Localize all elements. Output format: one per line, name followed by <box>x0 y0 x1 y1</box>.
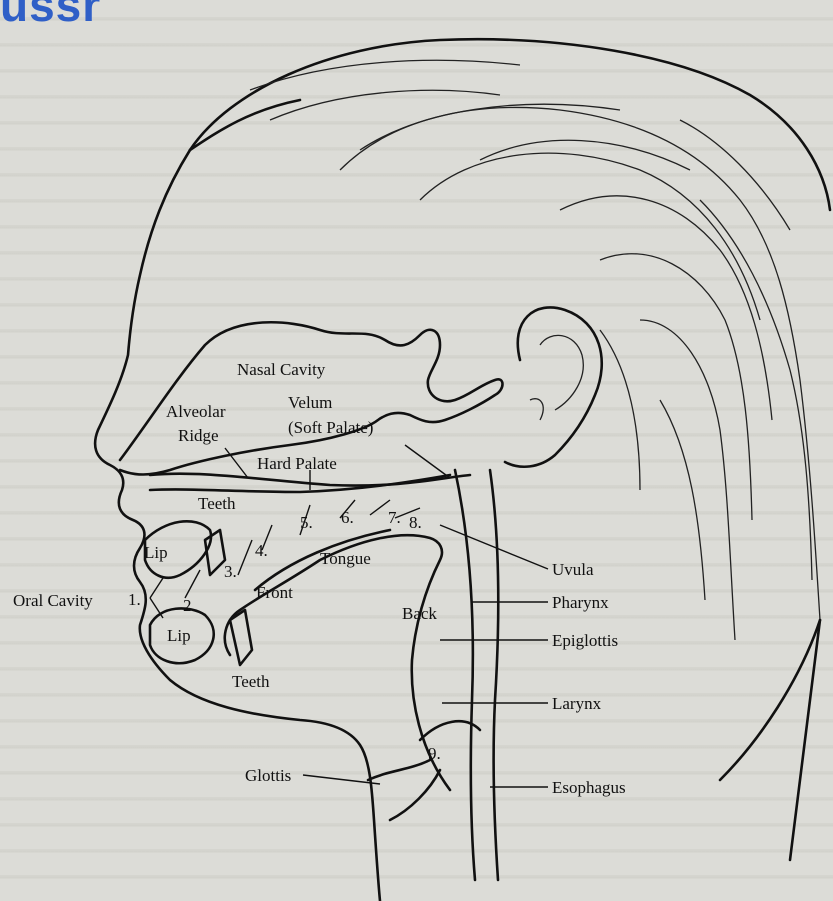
label-alveolar: Alveolar <box>166 402 226 421</box>
label-glottis: Glottis <box>245 766 291 785</box>
label-epiglottis: Epiglottis <box>552 631 618 650</box>
label-teeth-top: Teeth <box>198 494 236 513</box>
number-7: 7. <box>388 508 401 527</box>
number-2: 2. <box>183 596 196 615</box>
label-lip-top: Lip <box>144 543 168 562</box>
label-larynx: Larynx <box>552 694 602 713</box>
label-esophagus: Esophagus <box>552 778 626 797</box>
label-nasal-cavity: Nasal Cavity <box>237 360 326 379</box>
label-uvula: Uvula <box>552 560 594 579</box>
number-6: 6. <box>341 508 354 527</box>
number-4: 4. <box>255 541 268 560</box>
number-9: 9. <box>428 744 441 763</box>
label-ridge: Ridge <box>178 426 219 445</box>
labels: Nasal Cavity Alveolar Ridge Velum (Soft … <box>13 360 626 797</box>
label-lip-bottom: Lip <box>167 626 191 645</box>
hair-illustration <box>190 39 830 780</box>
label-hard-palate: Hard Palate <box>257 454 337 473</box>
number-8: 8. <box>409 513 422 532</box>
number-1: 1. <box>128 590 141 609</box>
ear-illustration <box>505 307 602 466</box>
label-oral-cavity: Oral Cavity <box>13 591 93 610</box>
label-back: Back <box>402 604 437 623</box>
label-tongue: Tongue <box>320 549 371 568</box>
oral-cavity-shape <box>150 470 498 880</box>
number-5: 5. <box>300 513 313 532</box>
label-soft-palate: (Soft Palate) <box>288 418 373 437</box>
number-3: 3. <box>224 562 237 581</box>
label-front: Front <box>256 583 293 602</box>
label-velum: Velum <box>288 393 332 412</box>
label-pharynx: Pharynx <box>552 593 609 612</box>
label-teeth-bottom: Teeth <box>232 672 270 691</box>
